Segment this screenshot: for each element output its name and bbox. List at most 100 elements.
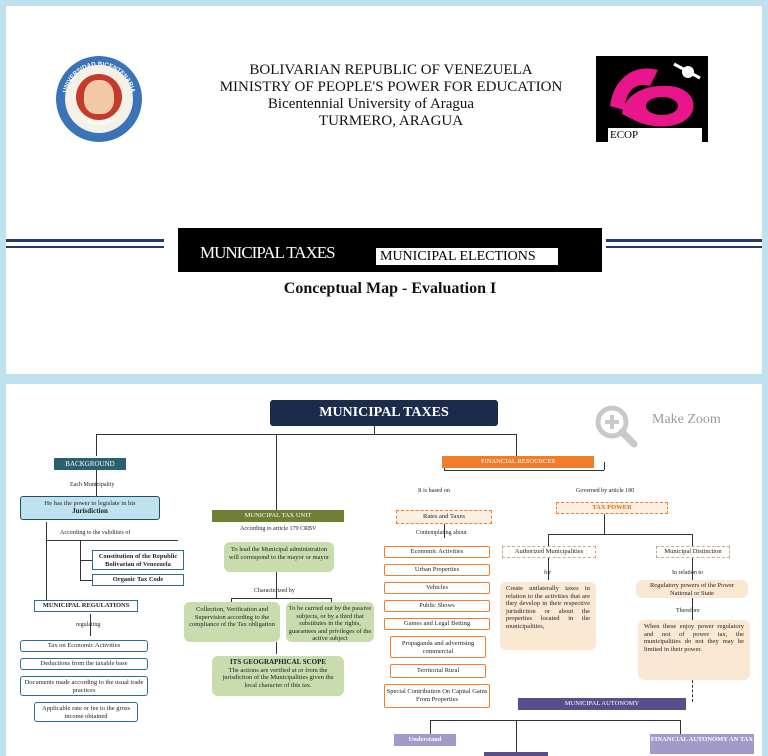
tax-power-node: TAX POWER	[556, 502, 668, 514]
connector	[90, 614, 91, 636]
background-node: BACKGROUND	[54, 458, 126, 470]
regulating-label: regulating	[76, 622, 101, 628]
connector	[231, 598, 232, 602]
municipal-autonomy-node: MUNICIPAL AUTONOMY	[518, 698, 686, 710]
institution-header: BOLIVARIAN REPUBLIC OF VENEZUELA MINISTR…	[196, 62, 586, 130]
resource-item: Special Contribution On Capital Gains Fr…	[384, 684, 490, 708]
each-municipality-label: Each Municipality	[70, 482, 115, 488]
jurisdiction-text: Jurisdiction	[72, 506, 108, 515]
header-line-1: BOLIVARIAN REPUBLIC OF VENEZUELA	[249, 62, 533, 78]
jurisdiction-node: He has the power to legislate in his Jur…	[20, 496, 160, 520]
map-title: MUNICIPAL TAXES	[270, 400, 498, 426]
connector	[548, 558, 549, 580]
rates-and-taxes-node: Rates and Taxes	[396, 510, 492, 524]
connector	[692, 534, 693, 546]
concept-map: MUNICIPAL TAXES Make Zoom BACKGROUND Eac…	[6, 384, 762, 756]
when-these-enjoy-node: When these enjoy power regulatory and no…	[638, 620, 750, 680]
financial-autonomy-node: FINANCIAL AUTONOMY AN TAX	[650, 734, 754, 754]
connector	[680, 720, 681, 734]
zoom-icon[interactable]	[594, 404, 638, 448]
article-179-label: According to article 179 CRBV	[240, 526, 317, 532]
lead-administration-node: To lead the Municipal administration wil…	[224, 542, 334, 572]
resource-item: Games and Legal Betting	[384, 618, 490, 630]
connector	[692, 680, 694, 702]
geographical-scope-node: ITS GEOGRAPHICAL SCOPE The actions are v…	[212, 656, 344, 696]
header-line-3: Bicentennial University of Aragua	[267, 96, 475, 112]
banner-municipal-elections: MUNICIPAL ELECTIONS	[376, 248, 558, 265]
resource-item: Territorial Rural	[390, 664, 486, 678]
rule-right-2	[606, 246, 762, 248]
autonomy-child-node	[484, 752, 548, 756]
subtitle: Conceptual Map - Evaluation I	[283, 280, 497, 297]
collection-node: Collection, Verification and Supervision…	[184, 602, 280, 642]
connector	[430, 720, 680, 721]
connector	[548, 534, 549, 546]
contemplating-label: Contemplating about	[416, 530, 467, 536]
scope-text: The actions are verified at or from the …	[222, 666, 334, 689]
constitution-node: Constitution of the Republic Bolivarian …	[92, 550, 184, 570]
create-taxes-node: Create unilaterally taxes in relation to…	[500, 582, 596, 650]
passive-subjects-node: To be carried out by the passive subject…	[286, 602, 374, 642]
svg-text:ARAGUA: ARAGUA	[85, 117, 113, 127]
connector	[46, 540, 178, 541]
zoom-label[interactable]: Make Zoom	[652, 412, 721, 427]
connector	[80, 560, 92, 561]
authorized-municipalities-node: Authorized Municipalities	[502, 546, 596, 558]
characterized-label: Characterized by	[254, 588, 295, 594]
resource-item: Public Shows	[384, 600, 490, 612]
resource-item: Economic Activities	[384, 546, 490, 558]
connector	[430, 720, 431, 734]
connector	[96, 470, 97, 496]
municipal-tax-unit-node: MUNICIPAL TAX UNIT	[212, 510, 344, 522]
connector	[604, 462, 605, 470]
university-seal: UNIVERSIDAD BICENTENARIA ARAGUA	[56, 56, 142, 142]
connector	[276, 642, 277, 654]
regulation-item: Deductions from the taxable base	[20, 658, 148, 670]
governed-label: Governed by article 180	[576, 488, 635, 494]
svg-text:UNIVERSIDAD BICENTENARIA: UNIVERSIDAD BICENTENARIA	[62, 61, 137, 94]
scope-title: ITS GEOGRAPHICAL SCOPE	[229, 658, 327, 666]
connector	[604, 514, 605, 534]
rule-left-2	[6, 246, 164, 248]
organic-tax-code-node: Organic Tax Code	[92, 574, 184, 586]
connector	[516, 720, 517, 752]
resource-item: Propaganda and advertising commercial	[390, 636, 486, 658]
therefore-label: Therefore	[676, 608, 700, 614]
connector	[231, 598, 331, 599]
ecop-logo: ECOP	[596, 56, 708, 142]
ecop-logo-graphic	[610, 62, 701, 127]
rule-left	[6, 239, 164, 242]
regulation-item: Applicable rate or fee to the gross inco…	[34, 702, 138, 722]
regulatory-powers-node: Regulatory powers of the Power National …	[636, 580, 748, 598]
connector	[46, 522, 47, 606]
for-label: for	[544, 570, 551, 576]
municipal-distinction-node: Municipal Distinction	[656, 546, 730, 558]
connector	[331, 598, 332, 602]
understand-node: Understand	[394, 734, 456, 746]
power-text: He has the power to legislate in his	[44, 500, 136, 507]
connector	[548, 534, 692, 535]
connector	[276, 434, 277, 510]
banner-municipal-taxes: MUNICIPAL TAXES	[200, 243, 336, 262]
cover-page: UNIVERSIDAD BICENTENARIA ARAGUA BOLIVARI…	[6, 6, 762, 374]
connector	[692, 598, 693, 620]
connector	[96, 434, 516, 435]
resource-item: Vehicles	[384, 582, 490, 594]
rule-right	[606, 239, 762, 242]
connector	[444, 524, 445, 538]
header-line-2: MINISTRY OF PEOPLE'S POWER FOR EDUCATION	[219, 79, 563, 95]
header-line-4: TURMERO, ARAGUA	[318, 113, 464, 129]
connector	[374, 424, 375, 434]
connector	[276, 572, 277, 598]
according-label: According to the validities of	[60, 530, 131, 536]
resource-item: Urban Properties	[384, 564, 490, 576]
connector	[692, 558, 693, 580]
based-on-label: It is based on	[418, 488, 450, 494]
connector	[444, 470, 604, 471]
connector	[80, 580, 92, 581]
financial-resources-node: FINANCIAL RESOURCES	[442, 456, 594, 468]
connector	[516, 434, 517, 456]
ecop-label: ECOP	[608, 128, 702, 142]
seal-lettering: UNIVERSIDAD BICENTENARIA ARAGUA	[62, 61, 137, 127]
regulation-item: Tax on Economic Activities	[20, 640, 148, 652]
